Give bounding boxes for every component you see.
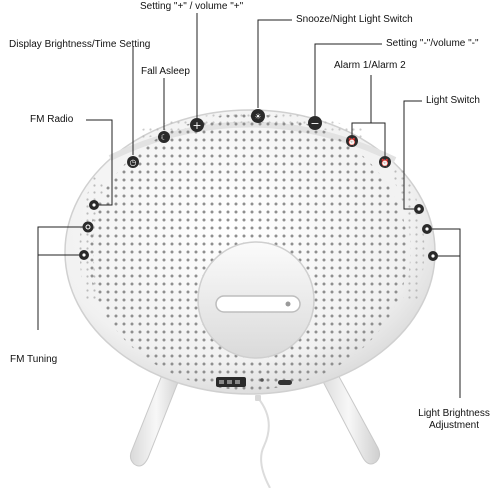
side-buttons (79, 200, 438, 261)
rear-ports (216, 377, 292, 488)
label-snooze-night-light-switch: Snooze/Night Light Switch (296, 14, 413, 25)
rear-handle (197, 241, 315, 359)
label-fm-tuning: FM Tuning (10, 354, 58, 365)
svg-text:⏰: ⏰ (381, 158, 390, 167)
svg-text:−: − (310, 117, 319, 130)
label-fall-asleep: Fall Asleep (141, 66, 190, 77)
label-light-brightness-adjustment: Light Brightness Adjustment (414, 408, 494, 432)
top-buttons: ◷ ☾ + ☀ − ⏰ ⏰ (127, 109, 391, 168)
svg-text:+: + (192, 119, 201, 132)
label-light-brightness-line2: Adjustment (428, 420, 480, 431)
svg-text:⏰: ⏰ (348, 137, 357, 146)
callout-lines (37, 13, 461, 398)
svg-text:◷: ◷ (130, 158, 137, 167)
label-display-brightness-time-setting: Display Brightness/Time Setting (9, 39, 151, 50)
label-alarm-1-alarm-2: Alarm 1/Alarm 2 (334, 60, 406, 71)
label-setting-plus-volume-plus: Setting "+" / volume "+" (140, 1, 244, 12)
svg-text:☾: ☾ (160, 133, 167, 142)
label-setting-minus-volume-minus: Setting "-"/volume "-" (386, 38, 479, 49)
stand-legs (129, 359, 381, 467)
label-fm-radio: FM Radio (30, 114, 74, 125)
label-light-switch: Light Switch (426, 95, 480, 106)
svg-text:☀: ☀ (254, 112, 261, 121)
label-light-brightness-line1: Light Brightness (418, 408, 490, 419)
